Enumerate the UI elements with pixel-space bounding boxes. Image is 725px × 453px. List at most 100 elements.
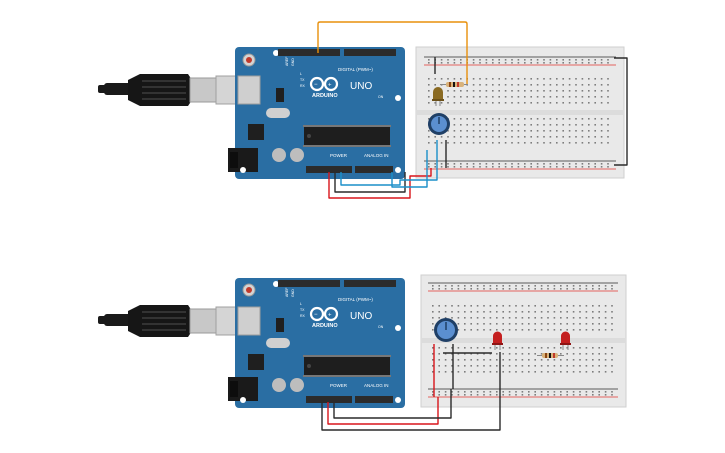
breadboard-hole[interactable] (530, 78, 532, 80)
breadboard-hole[interactable] (553, 359, 556, 361)
breadboard-hole[interactable] (536, 90, 539, 92)
breadboard-hole[interactable] (553, 305, 556, 307)
breadboard-hole[interactable] (453, 78, 456, 80)
breadboard-hole[interactable] (521, 288, 524, 290)
breadboard-hole[interactable] (485, 163, 488, 165)
breadboard-hole[interactable] (470, 394, 472, 396)
breadboard-hole[interactable] (472, 90, 475, 92)
breadboard-hole[interactable] (540, 311, 543, 313)
breadboard-hole[interactable] (592, 317, 594, 319)
breadboard-hole[interactable] (607, 102, 609, 104)
breadboard-hole[interactable] (585, 353, 588, 355)
breadboard-hole[interactable] (504, 59, 507, 61)
breadboard-hole[interactable] (575, 118, 577, 120)
breadboard-hole[interactable] (534, 371, 536, 373)
breadboard-hole[interactable] (524, 59, 526, 61)
breadboard-hole[interactable] (600, 118, 603, 120)
breadboard-hole[interactable] (521, 317, 524, 319)
breadboard-hole[interactable] (572, 285, 575, 287)
breadboard-hole[interactable] (543, 59, 545, 61)
breadboard-hole[interactable] (562, 130, 564, 132)
breadboard-hole[interactable] (568, 62, 571, 64)
breadboard-hole[interactable] (566, 317, 568, 319)
resistor-icon[interactable] (537, 353, 564, 358)
breadboard-hole[interactable] (543, 84, 545, 86)
breadboard-hole[interactable] (604, 285, 607, 287)
breadboard-hole[interactable] (466, 130, 468, 132)
breadboard-hole[interactable] (447, 163, 449, 165)
breadboard-hole[interactable] (594, 96, 596, 98)
breadboard-hole[interactable] (434, 163, 436, 165)
breadboard-hole[interactable] (604, 311, 607, 313)
breadboard-hole[interactable] (575, 124, 577, 126)
breadboard-hole[interactable] (457, 323, 460, 325)
breadboard-hole[interactable] (511, 102, 513, 104)
breadboard-hole[interactable] (594, 124, 596, 126)
breadboard-hole[interactable] (485, 96, 488, 98)
breadboard-hole[interactable] (566, 391, 568, 393)
breadboard-hole[interactable] (534, 347, 536, 349)
breadboard-hole[interactable] (440, 102, 443, 104)
breadboard-hole[interactable] (547, 394, 549, 396)
breadboard-hole[interactable] (521, 394, 524, 396)
breadboard-hole[interactable] (524, 96, 526, 98)
breadboard-hole[interactable] (575, 90, 577, 92)
breadboard-hole[interactable] (515, 329, 517, 331)
breadboard-hole[interactable] (447, 62, 449, 64)
breadboard-hole[interactable] (600, 142, 603, 144)
breadboard-hole[interactable] (585, 329, 588, 331)
breadboard-hole[interactable] (588, 62, 590, 64)
breadboard-hole[interactable] (502, 288, 504, 290)
breadboard-hole[interactable] (472, 59, 475, 61)
breadboard-hole[interactable] (447, 102, 449, 104)
breadboard-hole[interactable] (540, 359, 543, 361)
breadboard-hole[interactable] (562, 96, 564, 98)
breadboard-hole[interactable] (508, 371, 511, 373)
breadboard-hole[interactable] (540, 353, 543, 355)
breadboard-hole[interactable] (502, 311, 504, 313)
breadboard-hole[interactable] (428, 130, 430, 132)
breadboard-hole[interactable] (502, 391, 504, 393)
breadboard-hole[interactable] (476, 305, 479, 307)
breadboard-hole[interactable] (498, 78, 500, 80)
breadboard-hole[interactable] (470, 311, 472, 313)
breadboard-hole[interactable] (540, 391, 543, 393)
breadboard-hole[interactable] (496, 371, 498, 373)
breadboard-hole[interactable] (547, 323, 549, 325)
breadboard-hole[interactable] (483, 311, 485, 313)
breadboard-hole[interactable] (594, 130, 596, 132)
breadboard-hole[interactable] (517, 96, 520, 98)
breadboard-hole[interactable] (607, 118, 609, 120)
breadboard-hole[interactable] (543, 130, 545, 132)
breadboard-hole[interactable] (556, 96, 558, 98)
breadboard-hole[interactable] (521, 391, 524, 393)
breadboard-hole[interactable] (460, 166, 462, 168)
breadboard-hole[interactable] (432, 285, 434, 287)
breadboard-hole[interactable] (428, 142, 430, 144)
breadboard-hole[interactable] (553, 288, 556, 290)
breadboard-hole[interactable] (440, 163, 443, 165)
breadboard-hole[interactable] (515, 288, 517, 290)
breadboard-hole[interactable] (556, 163, 558, 165)
breadboard-hole[interactable] (432, 391, 434, 393)
breadboard-hole[interactable] (524, 102, 526, 104)
breadboard-hole[interactable] (470, 329, 472, 331)
breadboard-hole[interactable] (600, 62, 603, 64)
breadboard-hole[interactable] (588, 130, 590, 132)
breadboard-hole[interactable] (451, 391, 453, 393)
breadboard-hole[interactable] (579, 329, 581, 331)
breadboard-hole[interactable] (434, 166, 436, 168)
breadboard-hole[interactable] (440, 78, 443, 80)
breadboard-hole[interactable] (528, 305, 530, 307)
breadboard-hole[interactable] (496, 285, 498, 287)
breadboard-hole[interactable] (598, 371, 600, 373)
breadboard-hole[interactable] (524, 166, 526, 168)
breadboard-hole[interactable] (566, 311, 568, 313)
breadboard-hole[interactable] (607, 96, 609, 98)
breadboard-hole[interactable] (460, 118, 462, 120)
breadboard-hole[interactable] (592, 371, 594, 373)
breadboard-hole[interactable] (594, 59, 596, 61)
breadboard-hole[interactable] (575, 84, 577, 86)
breadboard-hole[interactable] (489, 305, 492, 307)
breadboard-hole[interactable] (498, 163, 500, 165)
